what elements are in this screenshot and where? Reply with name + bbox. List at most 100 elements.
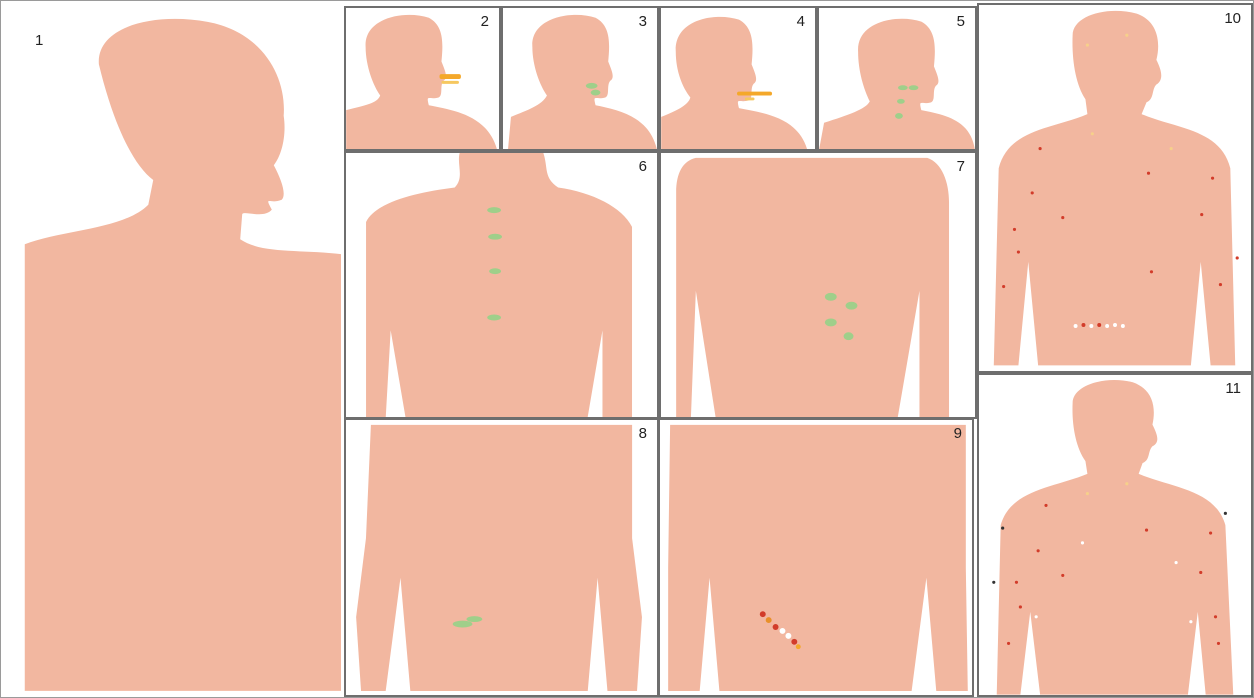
marker-red xyxy=(1002,285,1005,288)
lower-torso-silhouette xyxy=(346,420,657,695)
marker-red xyxy=(1031,191,1034,194)
marker-red xyxy=(1199,571,1202,574)
marker-red xyxy=(1211,177,1214,180)
marker-red xyxy=(1061,216,1064,219)
marker-orange xyxy=(796,644,801,649)
marker-white xyxy=(1121,324,1125,328)
marker-red xyxy=(1219,283,1222,286)
panel-1: 1 xyxy=(3,3,343,695)
panel-number: 2 xyxy=(481,14,489,29)
marker-red xyxy=(1015,581,1018,584)
marker-black xyxy=(992,581,995,584)
marker-red xyxy=(1150,270,1153,273)
front-upper-body-silhouette xyxy=(979,5,1251,371)
lower-torso-silhouette xyxy=(660,420,972,695)
marker-green xyxy=(909,85,919,90)
marker-green xyxy=(488,234,502,240)
marker-white xyxy=(1081,541,1084,544)
marker-white xyxy=(780,628,786,634)
torso-silhouette xyxy=(661,153,975,417)
marker-red xyxy=(1081,323,1085,327)
front-upper-body-silhouette xyxy=(979,375,1251,695)
marker-red xyxy=(791,639,797,645)
marker-white xyxy=(1035,615,1038,618)
marker-green xyxy=(487,315,501,321)
marker-orange xyxy=(737,92,772,96)
back-silhouette xyxy=(346,153,657,417)
marker-red xyxy=(1214,615,1217,618)
marker-green xyxy=(586,83,598,89)
marker-red xyxy=(1097,323,1101,327)
marker-red xyxy=(1017,250,1020,253)
panel-number: 7 xyxy=(957,159,965,174)
head-profile-silhouette xyxy=(346,8,499,149)
marker-white xyxy=(1175,561,1178,564)
marker-green xyxy=(898,85,908,90)
marker-red xyxy=(1061,574,1064,577)
head-profile-silhouette xyxy=(819,8,975,149)
panel-4: 4 xyxy=(659,6,817,151)
panel-9: 9 xyxy=(658,418,974,697)
marker-white xyxy=(1089,324,1093,328)
marker-red xyxy=(1217,642,1220,645)
marker-red xyxy=(1037,549,1040,552)
marker-white xyxy=(1105,324,1109,328)
marker-green xyxy=(846,302,858,310)
head-profile-silhouette xyxy=(661,8,815,149)
marker-white xyxy=(785,633,791,639)
panel-3: 3 xyxy=(501,6,659,151)
marker-green xyxy=(844,332,854,340)
marker-red xyxy=(1147,172,1150,175)
marker-red xyxy=(773,624,779,630)
marker-red xyxy=(1145,528,1148,531)
panel-10: 10 xyxy=(977,3,1253,373)
marker-orange xyxy=(745,97,755,100)
marker-black xyxy=(1224,512,1227,515)
marker-red xyxy=(1209,531,1212,534)
marker-green xyxy=(825,293,837,301)
marker-red xyxy=(1007,642,1010,645)
marker-orange xyxy=(441,81,459,84)
marker-white xyxy=(1074,324,1078,328)
panel-number: 6 xyxy=(639,159,647,174)
panel-number: 10 xyxy=(1224,11,1241,26)
marker-green xyxy=(591,90,601,96)
marker-orange xyxy=(766,617,772,623)
marker-green xyxy=(895,113,903,119)
marker-red xyxy=(1200,213,1203,216)
marker-green xyxy=(453,621,473,628)
marker-red xyxy=(1039,147,1042,150)
marker-white xyxy=(1189,620,1192,623)
marker-green xyxy=(467,616,483,622)
head-profile-silhouette xyxy=(503,8,657,149)
marker-green xyxy=(897,99,905,104)
marker-yellow xyxy=(1091,132,1094,135)
panel-5: 5 xyxy=(817,6,977,151)
marker-red xyxy=(1013,228,1016,231)
marker-green xyxy=(487,207,501,213)
marker-green xyxy=(489,268,501,274)
panel-number: 11 xyxy=(1225,381,1241,396)
panel-number: 4 xyxy=(797,14,805,29)
marker-green xyxy=(825,318,837,326)
panel-number: 1 xyxy=(35,33,43,48)
panel-number: 9 xyxy=(954,426,962,441)
panel-number: 3 xyxy=(639,14,647,29)
panel-number: 8 xyxy=(639,426,647,441)
marker-yellow xyxy=(1125,482,1128,485)
panel-8: 8 xyxy=(344,418,659,697)
panel-7: 7 xyxy=(659,151,977,419)
panel-number: 5 xyxy=(957,14,965,29)
marker-red xyxy=(1019,605,1022,608)
marker-yellow xyxy=(1086,44,1089,47)
marker-red xyxy=(1236,256,1239,259)
marker-yellow xyxy=(1125,34,1128,37)
marker-white xyxy=(1113,323,1117,327)
panel-11: 11 xyxy=(977,373,1253,697)
marker-red xyxy=(1044,504,1047,507)
marker-black xyxy=(1001,527,1004,530)
panel-2: 2 xyxy=(344,6,501,151)
marker-orange xyxy=(440,74,461,79)
marker-yellow xyxy=(1170,147,1173,150)
